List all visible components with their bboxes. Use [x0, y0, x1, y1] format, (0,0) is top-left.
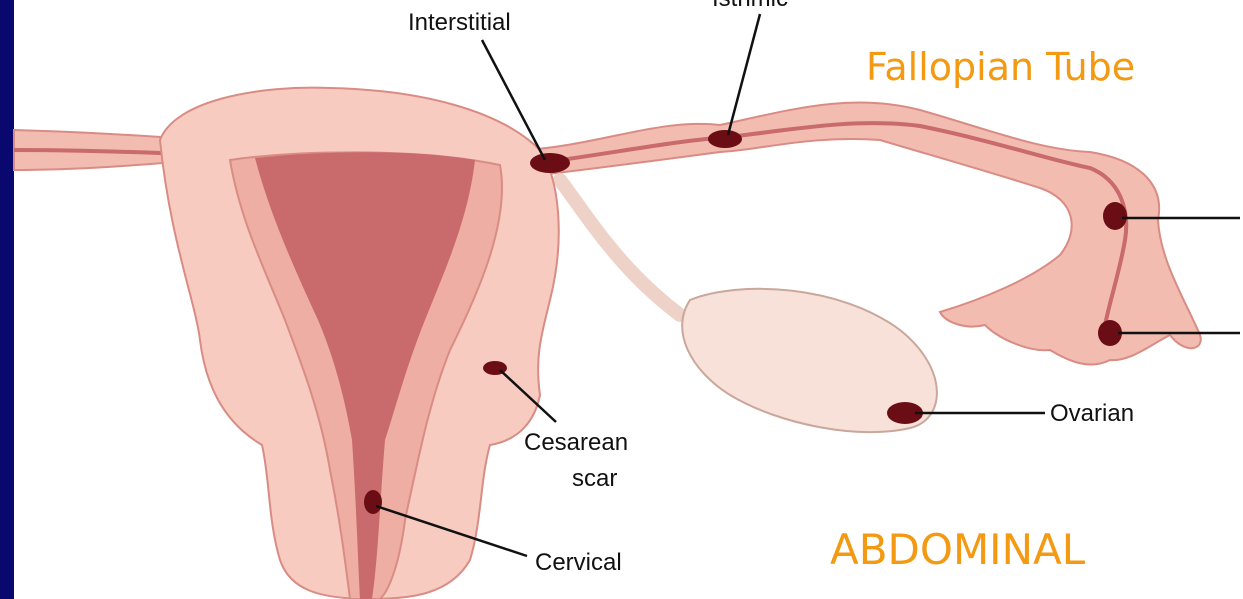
interstitial-site [530, 153, 570, 173]
interstitial-label: Interstitial [408, 9, 511, 36]
fallopian-tube-label: Fallopian Tube [866, 45, 1135, 89]
cervical-label: Cervical [535, 549, 622, 576]
isthmic-site [708, 130, 742, 148]
cesarean-label-line2: scar [572, 465, 617, 492]
ampullary-site [1103, 202, 1127, 230]
cesarean-label-line1: Cesarean [524, 429, 628, 456]
ovarian-ligament [560, 180, 680, 315]
cervical-site [364, 490, 382, 514]
ovarian-label: Ovarian [1050, 400, 1134, 427]
isthmic-label: Isthmic [712, 0, 788, 12]
abdominal-label: ABDOMINAL [830, 525, 1086, 574]
